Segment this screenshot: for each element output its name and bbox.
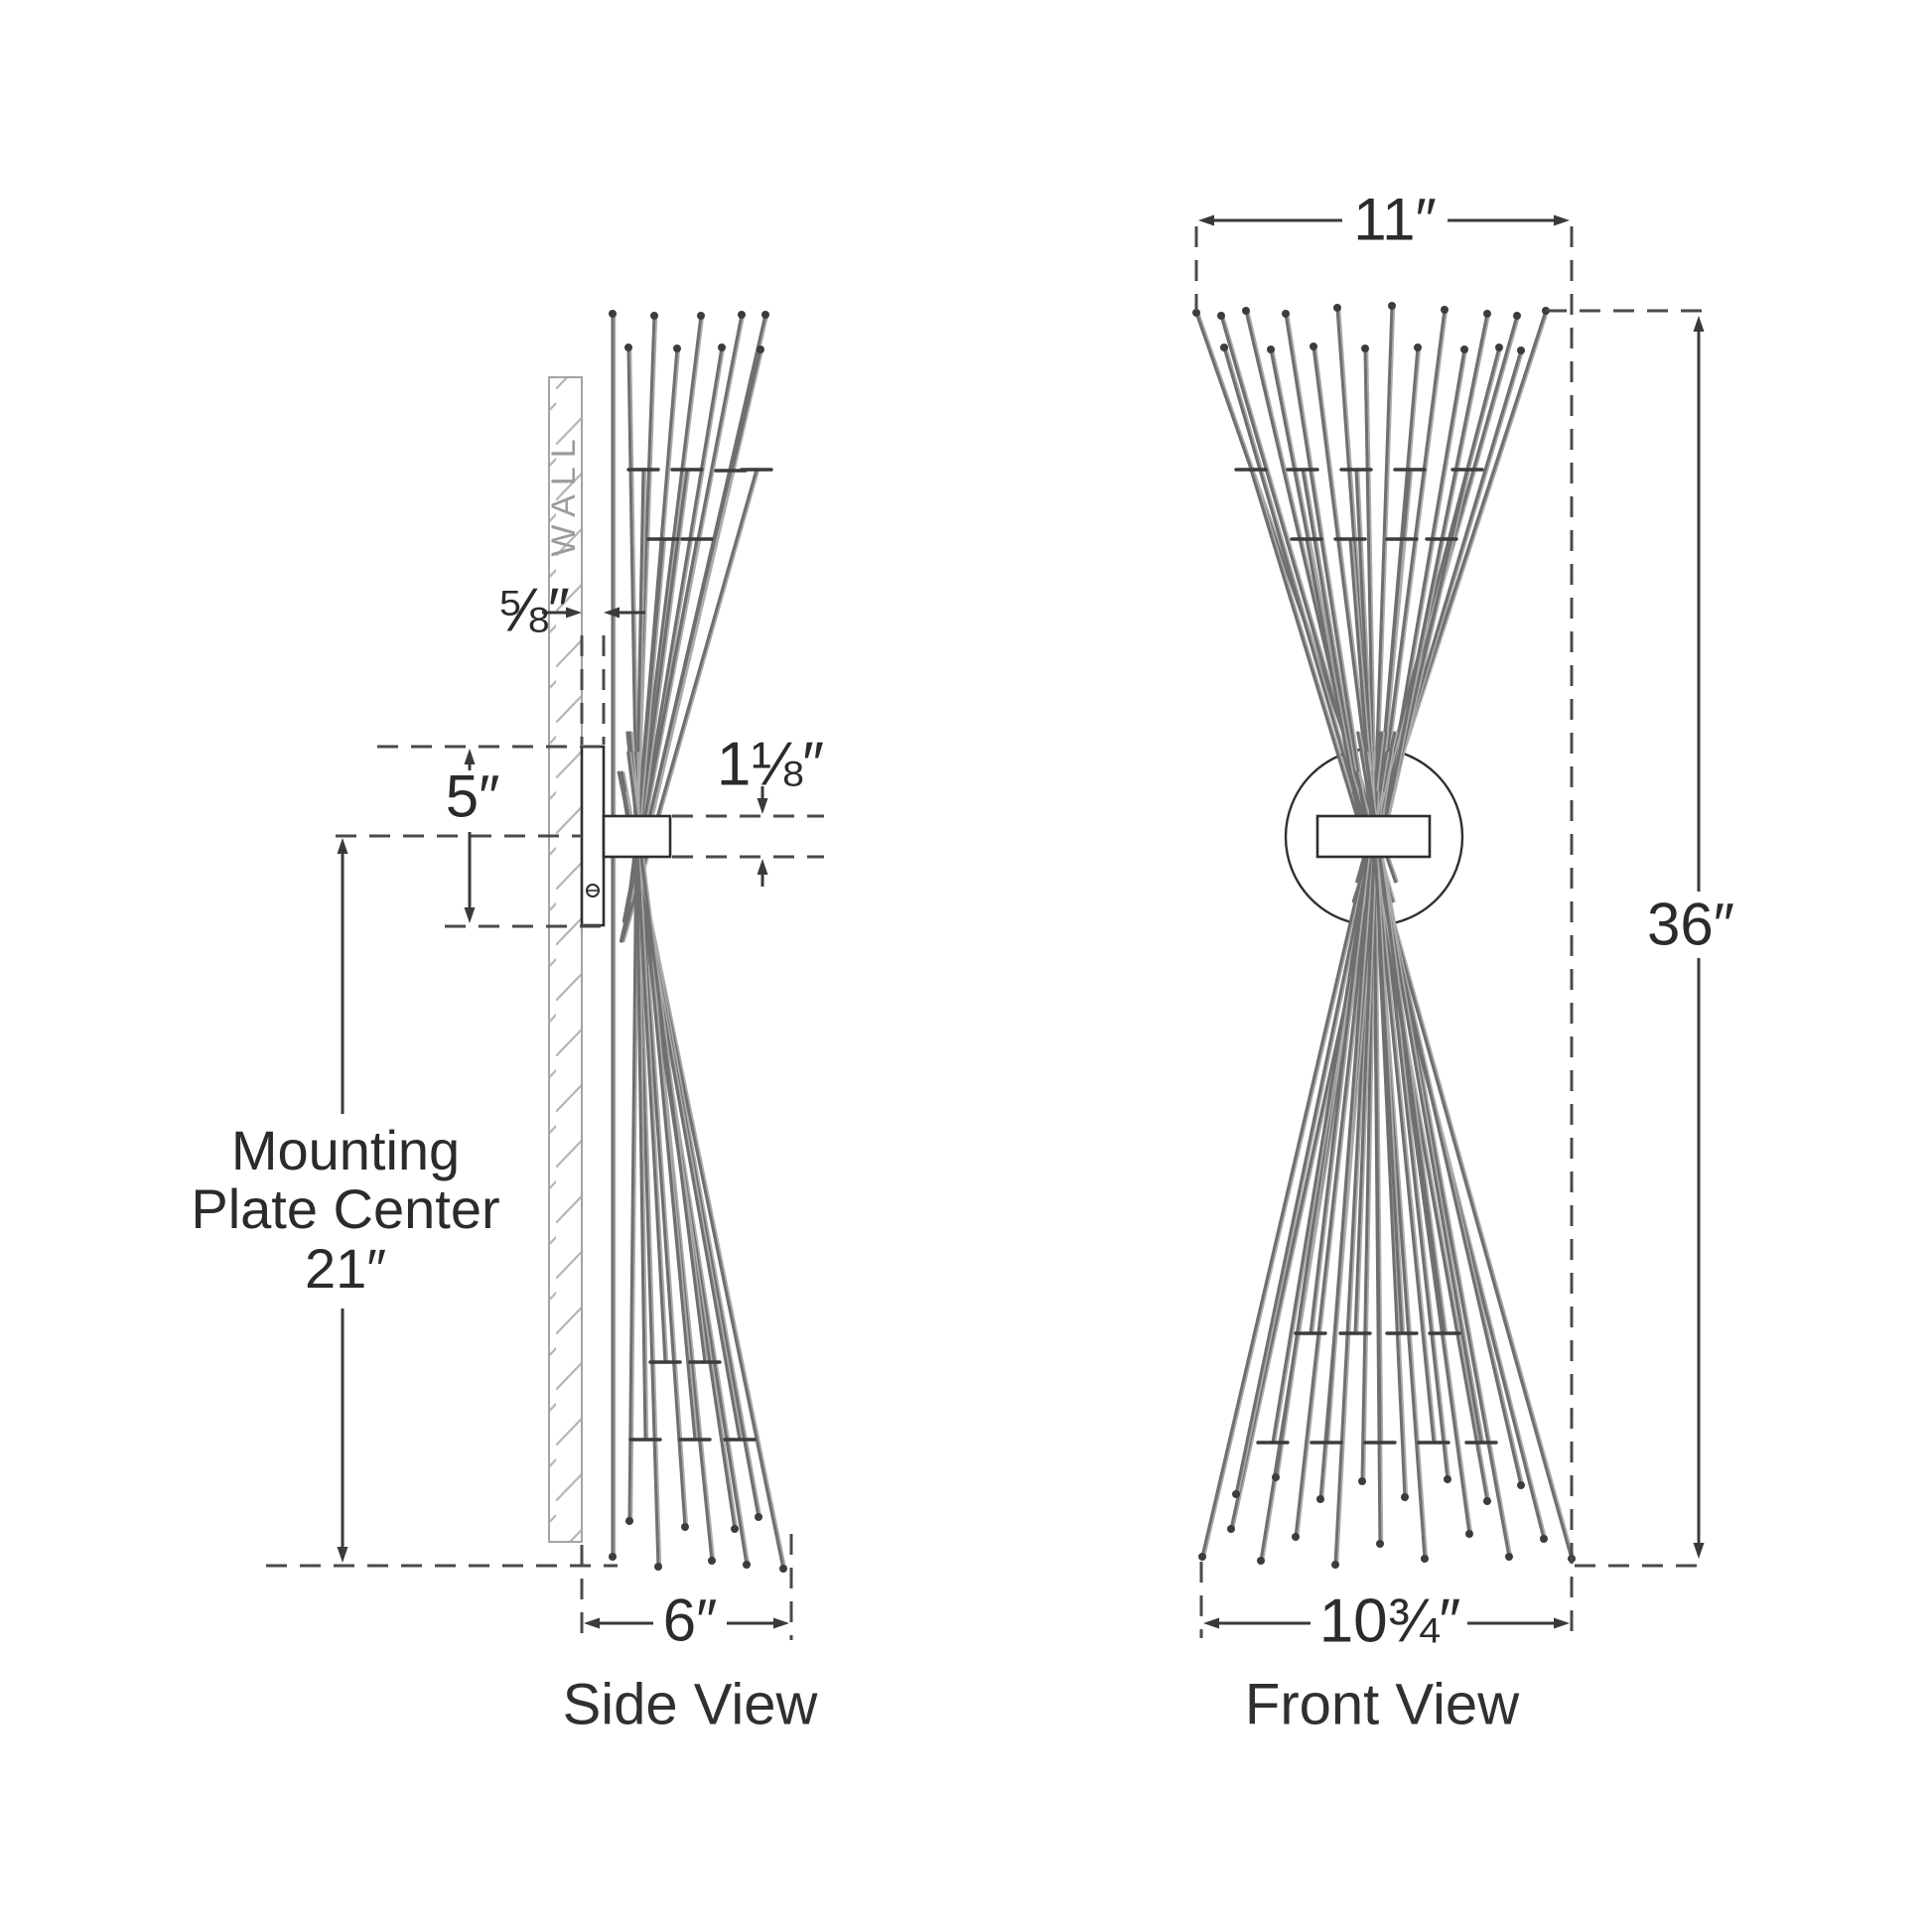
mounting-label-line2: Plate Center bbox=[191, 1177, 500, 1241]
rod-segment bbox=[731, 1525, 739, 1533]
rod-segment bbox=[1388, 302, 1396, 310]
rod-segment bbox=[1517, 1481, 1525, 1489]
rod-segment bbox=[630, 770, 667, 1364]
dim-projection: 6″ bbox=[662, 1587, 718, 1654]
mounting-plate-center-label: Mounting Plate Center 21″ bbox=[191, 1121, 499, 1298]
rod-segment bbox=[1333, 304, 1341, 312]
rod-segment bbox=[1356, 791, 1380, 1334]
rod-segment bbox=[1232, 1490, 1240, 1498]
rod-segment bbox=[1401, 1493, 1409, 1501]
rod-segment bbox=[1517, 346, 1525, 354]
rod-segment bbox=[1421, 1555, 1429, 1563]
dim-top-width: 11″ bbox=[1353, 186, 1437, 253]
dim-plate-height: 5″ bbox=[445, 762, 500, 830]
wall-hatch-strip bbox=[548, 376, 583, 1543]
rod-segment bbox=[1376, 1540, 1384, 1548]
front-view-rods bbox=[1192, 302, 1576, 1569]
dim-bottom-width: 10¾″ bbox=[1318, 1587, 1461, 1656]
wall-label: WALL bbox=[545, 430, 584, 557]
rod-segment bbox=[1540, 1535, 1548, 1543]
side-view-rods bbox=[609, 310, 787, 1573]
rod-segment bbox=[1316, 1495, 1324, 1503]
rod-segment bbox=[1200, 731, 1397, 1559]
rod-segment bbox=[718, 344, 726, 351]
rod-segment bbox=[779, 1565, 787, 1573]
front-view-label: Front View bbox=[1244, 1672, 1520, 1737]
rod-segment bbox=[681, 1523, 689, 1531]
rod-segment bbox=[738, 311, 746, 319]
rod-segment bbox=[1369, 770, 1404, 1335]
rod-segment bbox=[1465, 1530, 1473, 1538]
rod-segment bbox=[1505, 1553, 1513, 1561]
dim-plate-depth: ⅝″ bbox=[496, 576, 570, 645]
rod-segment bbox=[1368, 771, 1438, 1444]
rod-segment bbox=[1483, 1497, 1491, 1505]
rod-segment bbox=[1361, 791, 1491, 1502]
rod-segment bbox=[761, 311, 769, 319]
rod-segment bbox=[625, 1517, 633, 1525]
rod-segment bbox=[1310, 343, 1317, 350]
rod-segment bbox=[1192, 309, 1200, 317]
side-center-band bbox=[602, 814, 672, 859]
rod-segment bbox=[1444, 1475, 1451, 1483]
rod-segment bbox=[1198, 1553, 1206, 1561]
rod-segment bbox=[1414, 344, 1422, 351]
dim-overall-height: 36″ bbox=[1647, 891, 1734, 958]
rod-segment bbox=[1282, 310, 1290, 318]
rod-segment bbox=[743, 1561, 751, 1569]
rod-segment bbox=[609, 310, 617, 318]
rod-segment bbox=[1361, 345, 1369, 352]
rod-segment bbox=[1217, 312, 1225, 320]
rod-segment bbox=[1460, 345, 1468, 353]
mounting-plate-rect bbox=[580, 745, 606, 927]
rod-segment bbox=[1495, 344, 1503, 351]
side-view-label: Side View bbox=[562, 1672, 818, 1737]
rod-segment bbox=[609, 1553, 617, 1561]
dimension-lines bbox=[337, 214, 1705, 1629]
rod-segment bbox=[624, 344, 632, 351]
rod-segment bbox=[1358, 1477, 1366, 1485]
rod-segment bbox=[1441, 306, 1449, 314]
rod-segment bbox=[673, 345, 681, 352]
rod-segment bbox=[1267, 345, 1275, 353]
rod-segment bbox=[755, 1513, 762, 1521]
rod-segment bbox=[1331, 1561, 1339, 1569]
rod-segment bbox=[697, 312, 705, 320]
rod-segment bbox=[1242, 307, 1250, 315]
rod-segment bbox=[621, 790, 742, 1442]
rod-segment bbox=[1220, 344, 1228, 351]
rod-segment bbox=[1353, 790, 1378, 1335]
wall-section bbox=[548, 376, 583, 1543]
extension-lines bbox=[266, 226, 1702, 1640]
rod-segment bbox=[654, 1563, 662, 1571]
rod-segment bbox=[623, 469, 760, 942]
rod-segment bbox=[1359, 732, 1513, 1558]
rod-segment bbox=[650, 312, 658, 320]
rod-segment bbox=[1257, 1557, 1265, 1565]
side-mounting-plate bbox=[580, 745, 606, 927]
mounting-label-value: 21″ bbox=[304, 1236, 387, 1300]
front-center-band bbox=[1315, 814, 1432, 859]
rod-segment bbox=[708, 1557, 716, 1565]
rod-segment bbox=[1227, 1525, 1235, 1533]
rod-segment bbox=[1272, 1473, 1280, 1481]
rod-segment bbox=[1483, 310, 1491, 318]
rod-segment bbox=[1292, 1533, 1300, 1541]
mounting-label-line1: Mounting bbox=[230, 1118, 461, 1181]
rod-segment bbox=[757, 345, 764, 353]
rod-segment bbox=[1372, 771, 1406, 1334]
rod-segment bbox=[1513, 312, 1521, 320]
dim-band-height: 1⅛″ bbox=[716, 730, 825, 799]
rod-segment bbox=[634, 771, 669, 1363]
